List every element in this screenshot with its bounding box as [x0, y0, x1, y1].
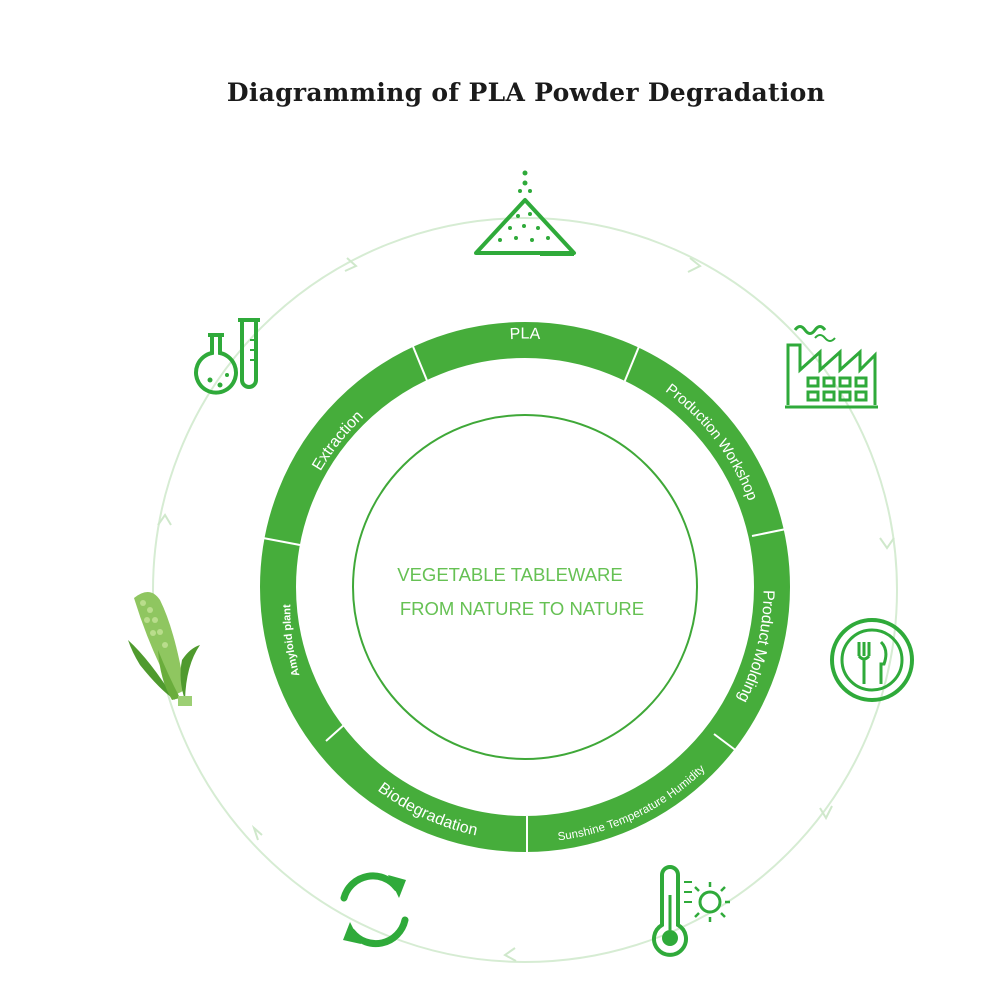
- cycle-arrow-5: [505, 948, 516, 961]
- factory-smoke-2: [815, 335, 835, 341]
- factory-window: [840, 378, 850, 386]
- inner-circle: [353, 415, 697, 759]
- sun-ray: [695, 913, 699, 917]
- powder-dot: [523, 181, 528, 186]
- corn-stem: [178, 696, 192, 706]
- powder-dot: [518, 189, 522, 193]
- factory-window: [856, 392, 866, 400]
- tableware-plate-icon: [832, 620, 912, 700]
- center-text-line2: FROM NATURE TO NATURE: [400, 598, 644, 619]
- powder-dot: [530, 238, 534, 242]
- powder-dot: [546, 236, 550, 240]
- thermometer-sun-icon: [654, 867, 730, 955]
- corn-kernel: [140, 600, 146, 606]
- plate-inner: [842, 630, 902, 690]
- corn-kernel: [157, 629, 163, 635]
- corn-kernel: [152, 617, 158, 623]
- sun-core: [700, 892, 720, 912]
- powder-dot: [523, 171, 528, 176]
- factory-window: [808, 378, 818, 386]
- recycle-arrowhead-top: [388, 875, 406, 898]
- powder-dot: [528, 212, 532, 216]
- flask-bubble: [208, 378, 213, 383]
- recycle-arrows-icon: [343, 875, 406, 944]
- sun-ray: [721, 913, 725, 917]
- powder-dot: [528, 189, 532, 193]
- lab-flask-icon: [196, 320, 260, 393]
- flask-bubble: [225, 373, 229, 377]
- thermometer-bulb: [664, 932, 676, 944]
- knife: [881, 642, 886, 684]
- ring-label-pla-text: PLA: [509, 326, 541, 343]
- factory-window: [840, 392, 850, 400]
- powder-dot: [516, 214, 520, 218]
- corn-kernel: [144, 617, 150, 623]
- factory-window: [824, 392, 834, 400]
- center-text-line1: VEGETABLE TABLEWARE: [397, 564, 623, 585]
- sun-ray: [721, 887, 725, 891]
- factory-window: [808, 392, 818, 400]
- powder-dot: [498, 238, 502, 242]
- powder-dot: [514, 236, 518, 240]
- ring-label-pla: PLA: [509, 326, 541, 343]
- recycle-arrow-top: [344, 876, 397, 898]
- powder-dot: [536, 226, 540, 230]
- factory-smoke: [795, 327, 825, 334]
- sun-ray: [695, 887, 699, 891]
- factory-window: [856, 378, 866, 386]
- corn-kernel: [147, 607, 153, 613]
- factory-outline: [788, 345, 875, 405]
- cycle-arrow-6: [254, 828, 262, 840]
- factory-window: [824, 378, 834, 386]
- corn-kernel: [150, 630, 156, 636]
- flask-bubble: [218, 383, 223, 388]
- test-tube: [238, 320, 260, 387]
- plate-outer: [832, 620, 912, 700]
- corn-icon: [128, 592, 200, 706]
- powder-dot: [522, 224, 526, 228]
- powder-dot: [508, 226, 512, 230]
- recycle-arrowhead-bottom: [343, 922, 361, 944]
- cycle-arrow-3: [880, 538, 894, 548]
- corn-kernel: [162, 642, 168, 648]
- powder-pile-icon: [476, 171, 574, 255]
- corn-husk-right: [181, 645, 200, 700]
- fork: [859, 642, 869, 684]
